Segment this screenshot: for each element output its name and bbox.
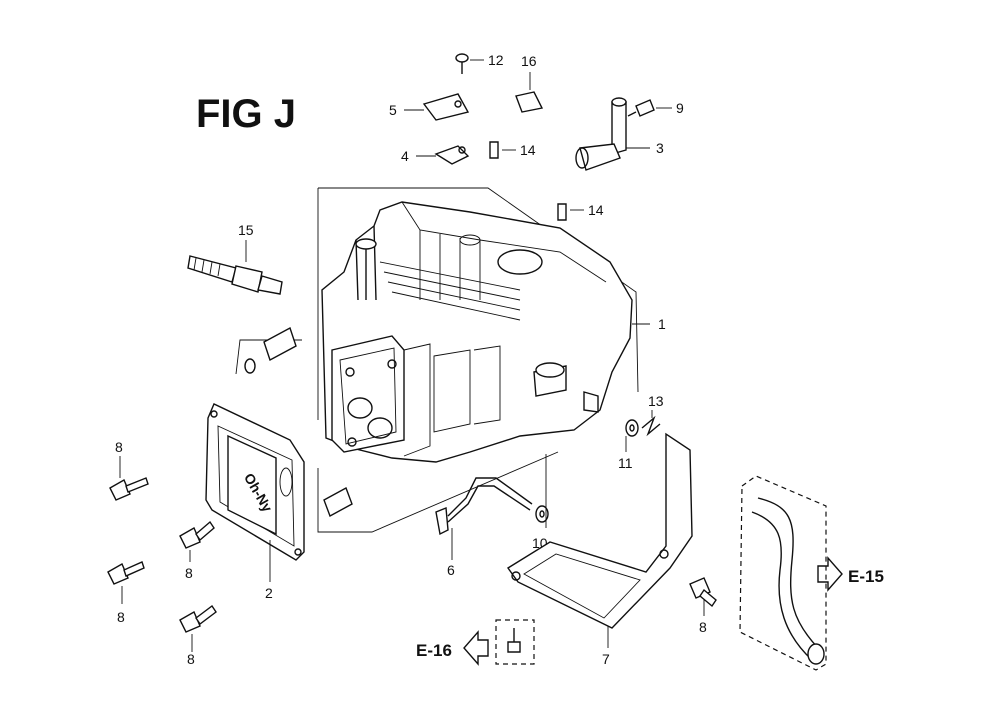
washer-left xyxy=(244,358,256,374)
label-part-6: 6 xyxy=(447,562,455,578)
bolt-8e xyxy=(689,577,717,608)
label-part-8b: 8 xyxy=(185,565,193,581)
label-part-15: 15 xyxy=(238,222,254,238)
label-part-2: 2 xyxy=(265,585,273,601)
pin-14a xyxy=(489,141,499,159)
label-part-8c: 8 xyxy=(117,609,125,625)
breather-tube xyxy=(575,97,627,171)
spark-plug xyxy=(187,255,283,295)
label-part-4: 4 xyxy=(401,148,409,164)
head-cover: Oh-Ny xyxy=(205,403,305,561)
arrow-left-icon[interactable] xyxy=(463,630,489,666)
lever-4 xyxy=(434,145,470,165)
label-part-13: 13 xyxy=(648,393,664,409)
bolt-8d xyxy=(179,604,217,633)
label-part-3: 3 xyxy=(656,140,664,156)
label-part-8a: 8 xyxy=(115,439,123,455)
ref-e15[interactable]: E-15 xyxy=(848,567,884,586)
bolt-8c xyxy=(107,561,145,585)
figure-title: FIG J xyxy=(196,92,296,136)
arrow-right-icon[interactable] xyxy=(817,556,843,592)
shroud-7 xyxy=(506,432,693,629)
bolt-8b xyxy=(179,520,215,549)
block-16 xyxy=(515,91,544,113)
label-part-11: 11 xyxy=(618,455,633,471)
bolt-9 xyxy=(627,99,655,117)
label-part-8e: 8 xyxy=(699,619,707,635)
label-part-12: 12 xyxy=(488,52,504,68)
ref-e16[interactable]: E-16 xyxy=(416,641,452,660)
label-part-7: 7 xyxy=(602,651,610,667)
spring-13 xyxy=(641,415,661,437)
dowel-pin-upper xyxy=(263,326,297,362)
bolt-8a xyxy=(109,477,149,501)
label-part-1: 1 xyxy=(658,316,666,332)
plate-5 xyxy=(422,93,470,121)
nut-10 xyxy=(535,505,549,523)
label-part-8d: 8 xyxy=(187,651,195,667)
pin-14b xyxy=(557,203,567,221)
screw-12 xyxy=(455,53,469,74)
label-part-16: 16 xyxy=(521,53,537,69)
e16-reference-box xyxy=(495,619,535,665)
label-part-5: 5 xyxy=(389,102,397,118)
dowel-pin-lower xyxy=(323,486,353,518)
label-part-9: 9 xyxy=(676,100,684,116)
cylinder-block xyxy=(321,201,633,463)
governor-arm xyxy=(435,477,533,536)
e15-reference-box xyxy=(739,475,827,671)
label-part-14a: 14 xyxy=(520,142,536,158)
washer-11 xyxy=(625,419,639,437)
label-part-14b: 14 xyxy=(588,202,604,218)
